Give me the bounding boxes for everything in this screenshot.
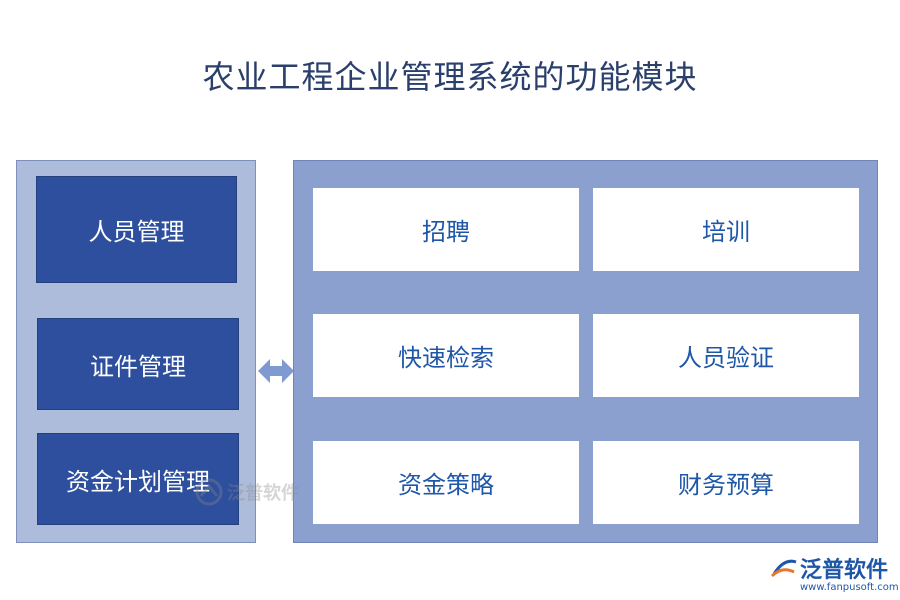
- left-module-panel: 人员管理 证件管理 资金计划管理: [16, 160, 256, 543]
- watermark-logo-icon: [195, 478, 223, 506]
- double-arrow-icon: [258, 359, 294, 383]
- function-financial-budget: 财务预算: [593, 441, 859, 524]
- function-recruitment: 招聘: [313, 188, 579, 271]
- watermark-text: 泛普软件: [227, 483, 299, 504]
- diagram-title: 农业工程企业管理系统的功能模块: [202, 58, 698, 96]
- module-fund-plan: 资金计划管理: [37, 433, 239, 525]
- right-function-panel: 招聘 培训 快速检索 人员验证 资金策略 财务预算: [293, 160, 878, 543]
- watermark: 泛普软件: [195, 476, 305, 508]
- brand-logo-icon: [770, 559, 797, 578]
- brand-url: www.fanpusoft.com: [800, 582, 899, 593]
- module-certificate: 证件管理: [37, 318, 239, 410]
- function-quick-search: 快速检索: [313, 314, 579, 397]
- function-personnel-verification: 人员验证: [593, 314, 859, 397]
- brand-name: 泛普软件: [800, 558, 889, 583]
- function-fund-strategy: 资金策略: [313, 441, 579, 524]
- brand-logo: 泛普软件 www.fanpusoft.com: [770, 552, 899, 598]
- module-personnel: 人员管理: [36, 176, 237, 283]
- function-training: 培训: [593, 188, 859, 271]
